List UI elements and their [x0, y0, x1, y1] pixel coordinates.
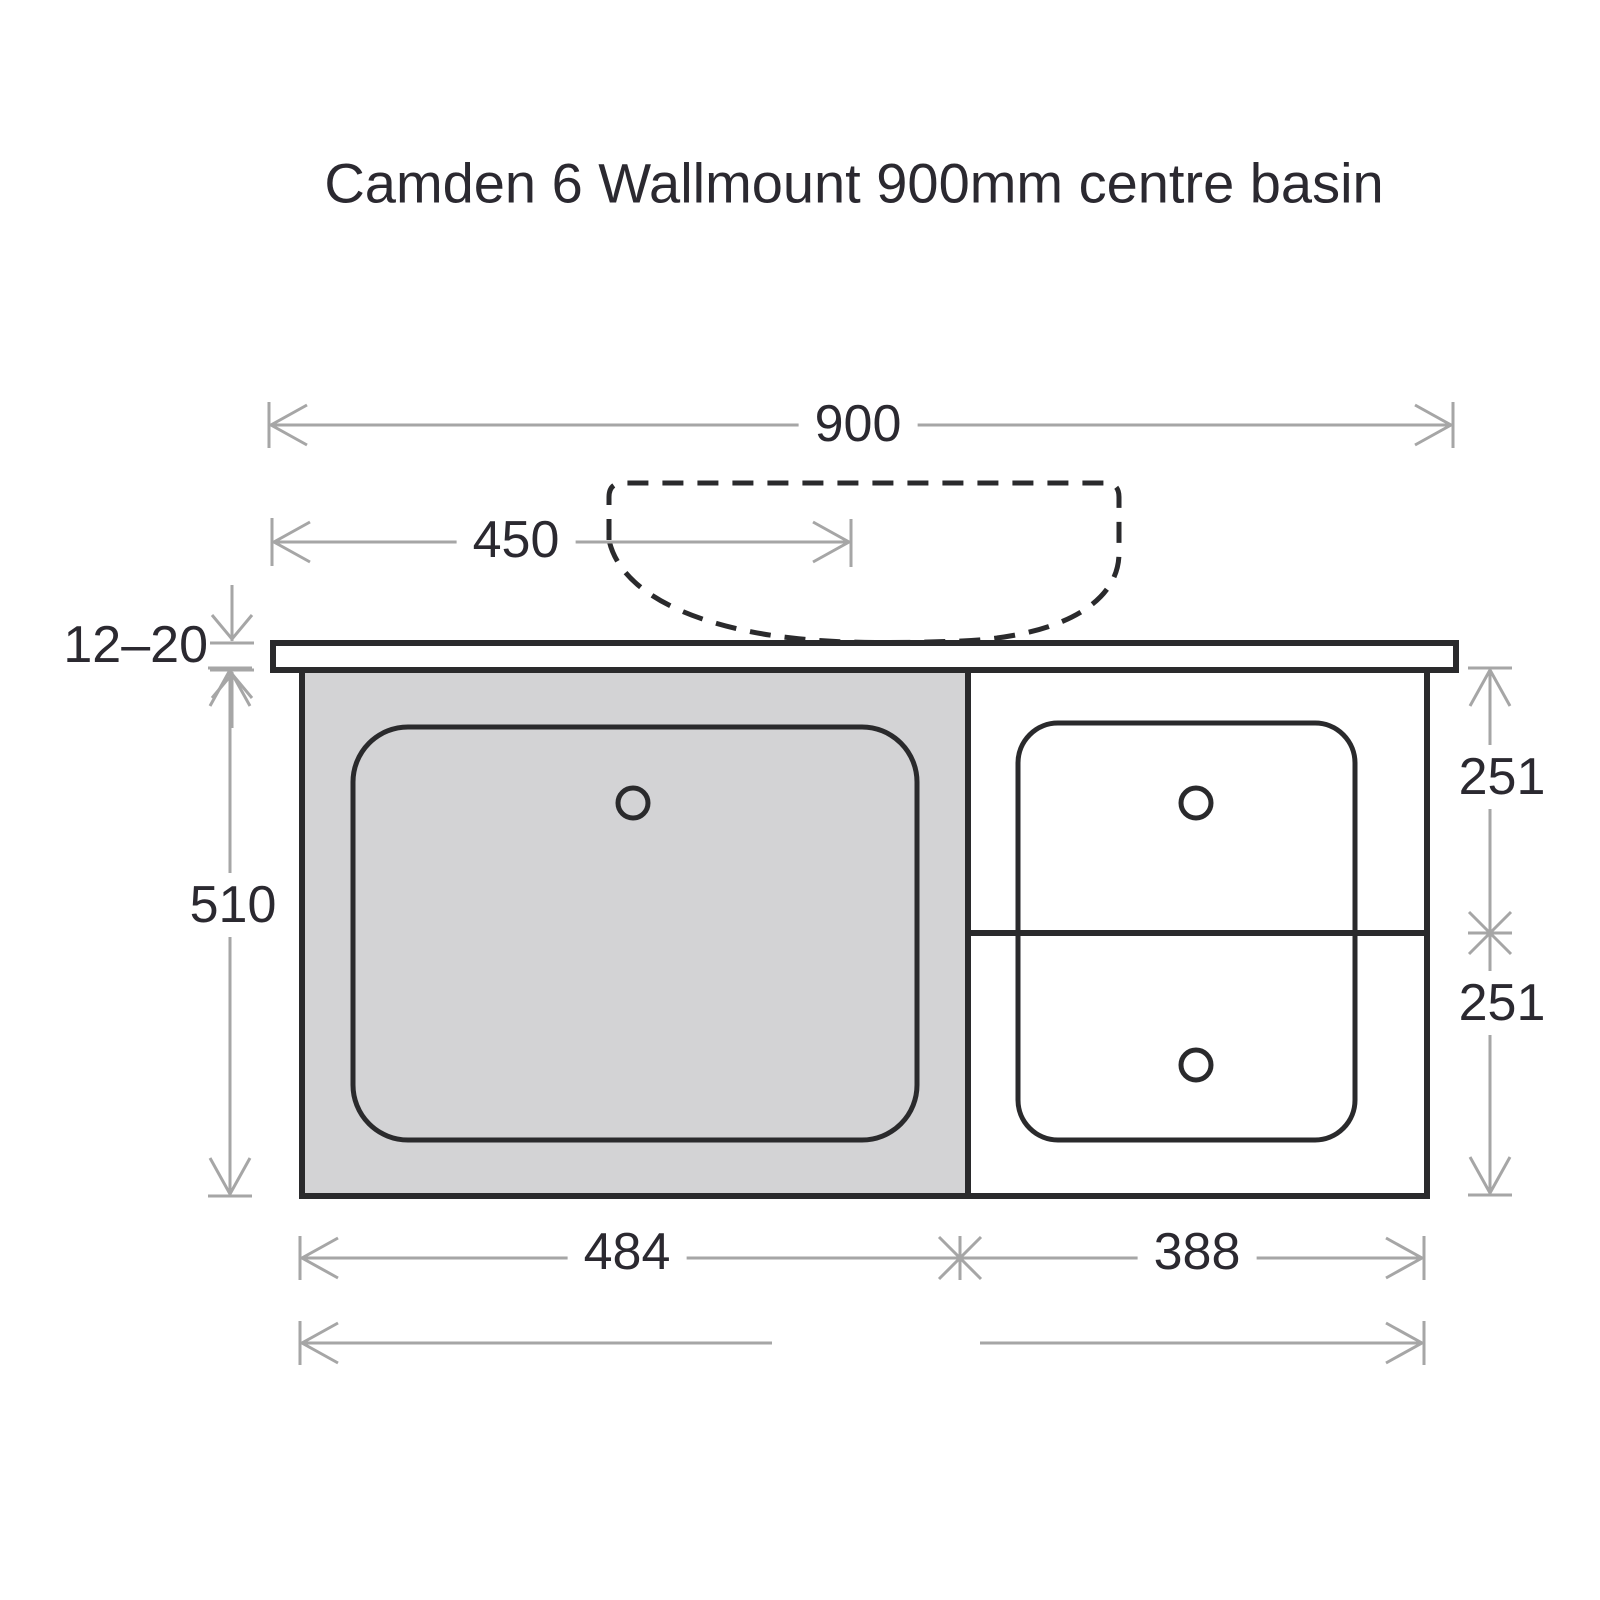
basin-dashed-outline — [606, 480, 1122, 646]
benchtop — [270, 640, 1459, 673]
dim-benchtop-thickness — [210, 585, 254, 728]
label-basin-centre: 450 — [456, 508, 576, 572]
label-drawer-section-width: 388 — [1137, 1220, 1257, 1284]
label-benchtop-thickness: 12–20 — [63, 616, 208, 674]
label-overall-width: 900 — [798, 392, 918, 456]
top-drawer-knob — [1178, 785, 1214, 821]
label-door-section-width: 484 — [567, 1220, 687, 1284]
door-panel — [299, 667, 971, 1199]
label-bottom-drawer-height: 251 — [1442, 971, 1562, 1035]
door-recess-outline — [350, 724, 920, 1143]
label-top-drawer-height: 251 — [1442, 745, 1562, 809]
label-cabinet-height: 510 — [173, 873, 293, 937]
diagram-title: Camden 6 Wallmount 900mm centre basin — [324, 151, 1384, 215]
bottom-drawer-knob — [1178, 1047, 1214, 1083]
dim-overall-bottom — [298, 1321, 1426, 1365]
door-knob — [615, 785, 651, 821]
